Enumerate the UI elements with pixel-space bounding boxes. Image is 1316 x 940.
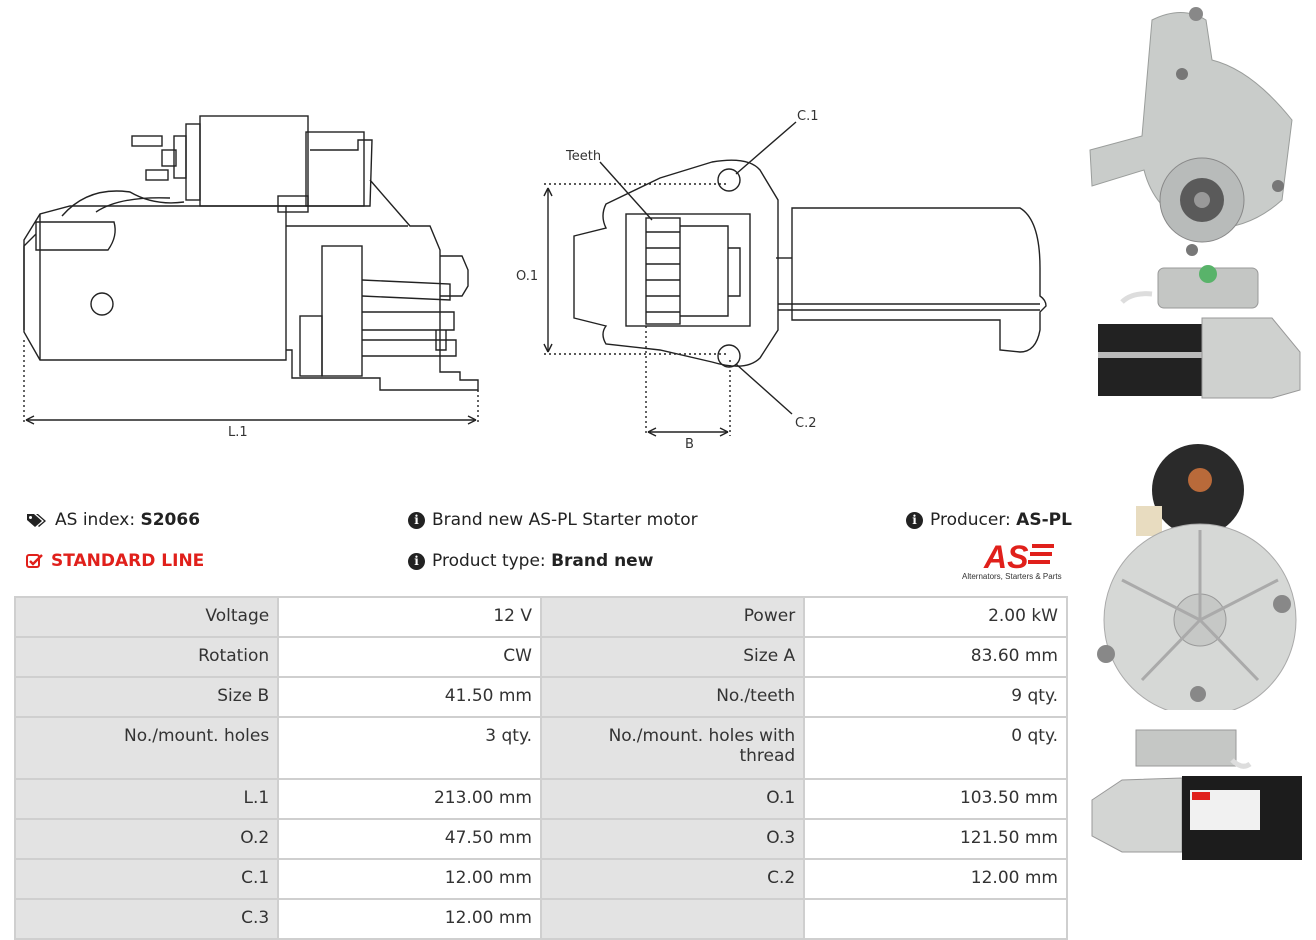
spec-label: O.1	[541, 780, 804, 818]
motor-can-front	[791, 207, 1047, 353]
spec-label: No./teeth	[541, 678, 804, 716]
logo-tagline: Alternators, Starters & Parts	[962, 572, 1062, 581]
spec-label: Rotation	[16, 638, 278, 676]
table-row: Rotation CW Size A 83.60 mm	[16, 638, 1066, 676]
label-teeth: Teeth	[565, 149, 601, 164]
spec-value: 12.00 mm	[279, 900, 540, 938]
spec-value: 2.00 kW	[805, 598, 1066, 636]
drive-housing	[286, 139, 373, 207]
spec-label: C.2	[541, 860, 804, 898]
spec-value: 0 qty.	[805, 718, 1066, 778]
pinion-teeth	[645, 217, 681, 325]
info-icon: i	[906, 511, 923, 529]
label-l1: L.1	[228, 425, 248, 440]
info-icon: i	[408, 552, 425, 570]
drawing-svg: L.1 O.1 B Teeth C.1 C.2	[23, 109, 1047, 452]
spec-value: 103.50 mm	[805, 780, 1066, 818]
technical-drawing: L.1 O.1 B Teeth C.1 C.2	[0, 0, 1080, 470]
product-type: i Product type: Brand new	[408, 551, 653, 571]
table-row: O.2 47.50 mm O.3 121.50 mm	[16, 820, 1066, 858]
spec-label: C.1	[16, 860, 278, 898]
specs-table: Voltage 12 V Power 2.00 kW Rotation CW S…	[14, 596, 1068, 940]
motor-body-side	[23, 205, 287, 361]
spec-label: O.2	[16, 820, 278, 858]
label-o1: O.1	[516, 269, 538, 284]
photo-front-view	[1082, 0, 1316, 260]
spec-value: 213.00 mm	[279, 780, 540, 818]
spec-value: 41.50 mm	[279, 678, 540, 716]
spec-label: Power	[541, 598, 804, 636]
spec-label: Size A	[541, 638, 804, 676]
product-type-label: Product type:	[432, 551, 546, 571]
producer-value: AS-PL	[1016, 510, 1072, 530]
photo-label-view	[1082, 720, 1316, 870]
spec-value: 12.00 mm	[279, 860, 540, 898]
description-text: Brand new AS-PL Starter motor	[432, 510, 698, 530]
spec-label: Size B	[16, 678, 278, 716]
table-row: Voltage 12 V Power 2.00 kW	[16, 598, 1066, 636]
spec-value: 12.00 mm	[805, 860, 1066, 898]
label-c1: C.1	[797, 109, 818, 124]
label-c2: C.2	[795, 416, 816, 431]
as-index-value: S2066	[140, 510, 201, 530]
as-index: AS index: S2066	[26, 510, 200, 530]
flange-front	[573, 159, 779, 367]
table-row: L.1 213.00 mm O.1 103.50 mm	[16, 780, 1066, 818]
checkbox-icon	[26, 553, 44, 569]
product-photos	[1082, 0, 1316, 936]
spec-label: No./mount. holes with thread	[541, 718, 804, 778]
spec-value: 9 qty.	[805, 678, 1066, 716]
spec-label	[541, 900, 804, 938]
spec-value: 47.50 mm	[279, 820, 540, 858]
as-index-label: AS index:	[55, 510, 136, 530]
description: i Brand new AS-PL Starter motor	[408, 510, 698, 530]
producer-label: Producer:	[930, 510, 1011, 530]
spec-value: 12 V	[279, 598, 540, 636]
photo-side-view	[1082, 262, 1316, 412]
spec-label: C.3	[16, 900, 278, 938]
spec-label: No./mount. holes	[16, 718, 278, 778]
spec-value: 3 qty.	[279, 718, 540, 778]
standard-line: STANDARD LINE	[26, 551, 204, 571]
spec-label: L.1	[16, 780, 278, 818]
solenoid	[199, 115, 309, 207]
spec-label: Voltage	[16, 598, 278, 636]
spec-value: 121.50 mm	[805, 820, 1066, 858]
tags-icon	[26, 512, 48, 528]
table-row: No./mount. holes 3 qty. No./mount. holes…	[16, 718, 1066, 778]
standard-line-text: STANDARD LINE	[51, 551, 205, 571]
product-type-value: Brand new	[551, 551, 654, 571]
spec-value: CW	[279, 638, 540, 676]
producer: i Producer: AS-PL	[906, 510, 1072, 530]
label-b: B	[685, 437, 694, 452]
table-row: C.1 12.00 mm C.2 12.00 mm	[16, 860, 1066, 898]
photo-rear-view	[1082, 440, 1316, 710]
spec-value: 83.60 mm	[805, 638, 1066, 676]
table-row: Size B 41.50 mm No./teeth 9 qty.	[16, 678, 1066, 716]
as-logo: AS	[962, 538, 1072, 584]
spec-value	[805, 900, 1066, 938]
info-icon: i	[408, 511, 425, 529]
logo-text: AS	[983, 539, 1029, 572]
table-row: C.3 12.00 mm	[16, 900, 1066, 938]
spec-label: O.3	[541, 820, 804, 858]
